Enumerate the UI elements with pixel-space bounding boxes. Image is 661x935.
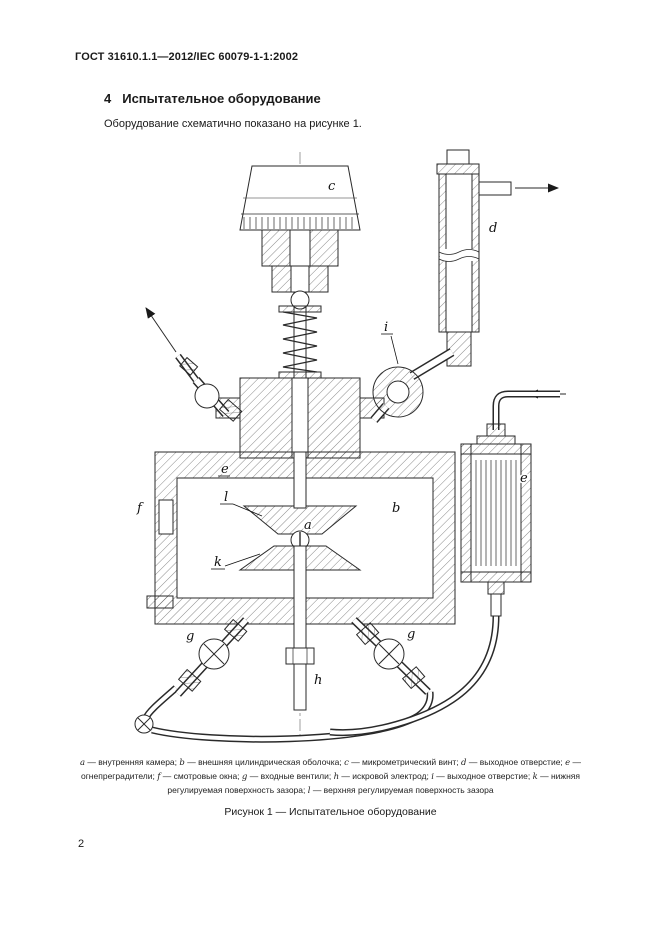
figure-diagram: c d i e f l a b k g g h e xyxy=(134,149,566,743)
label-leaders xyxy=(211,333,399,570)
label-i: i xyxy=(384,320,388,335)
label-k: k xyxy=(214,555,222,570)
section-title: Испытательное оборудование xyxy=(122,91,321,106)
spindle-rod-lower xyxy=(293,451,307,509)
section-number: 4 xyxy=(104,91,112,106)
inlet-valve-g-right xyxy=(351,617,431,695)
label-d: d xyxy=(489,221,497,236)
outlet-arrow-left xyxy=(145,307,177,353)
outlet-cylinder-d xyxy=(436,149,559,367)
stem-column xyxy=(261,229,339,293)
figure-caption: Рисунок 1 — Испытательное оборудование xyxy=(224,806,437,818)
inlet-pipe-right xyxy=(492,389,566,430)
flame-arrester-e xyxy=(460,423,532,617)
upper-housing xyxy=(215,377,385,459)
label-g-right: g xyxy=(407,627,415,642)
micrometer-head-c xyxy=(239,165,361,231)
label-f: f xyxy=(136,501,144,516)
figure-1: c d i e f l a b k g g h e xyxy=(0,145,661,753)
label-e-top: e xyxy=(221,462,229,477)
bottom-piping xyxy=(134,615,500,743)
inlet-valve-g-left xyxy=(175,617,249,697)
document-header: ГОСТ 31610.1.1—2012/IEC 60079-1-1:2002 xyxy=(75,51,299,63)
label-g-left: g xyxy=(186,629,194,644)
label-h: h xyxy=(314,673,322,688)
spark-electrode-h xyxy=(285,532,315,711)
page-number: 2 xyxy=(78,838,85,850)
label-a: a xyxy=(304,518,312,533)
figure-legend: a — внутренняя камера; b — внешняя цилин… xyxy=(79,757,582,796)
injector-left xyxy=(145,307,243,422)
ball-assembly-right xyxy=(370,348,455,423)
label-b: b xyxy=(392,501,400,516)
spring xyxy=(278,305,322,379)
section-heading: 4 Испытательное оборудование xyxy=(104,91,321,106)
figure-labels: c d i e f l a b k g g h e xyxy=(135,178,530,690)
label-e-right: e xyxy=(520,471,528,486)
label-c: c xyxy=(328,179,336,194)
label-l: l xyxy=(224,490,228,505)
intro-text: Оборудование схематично показано на рису… xyxy=(104,118,362,130)
